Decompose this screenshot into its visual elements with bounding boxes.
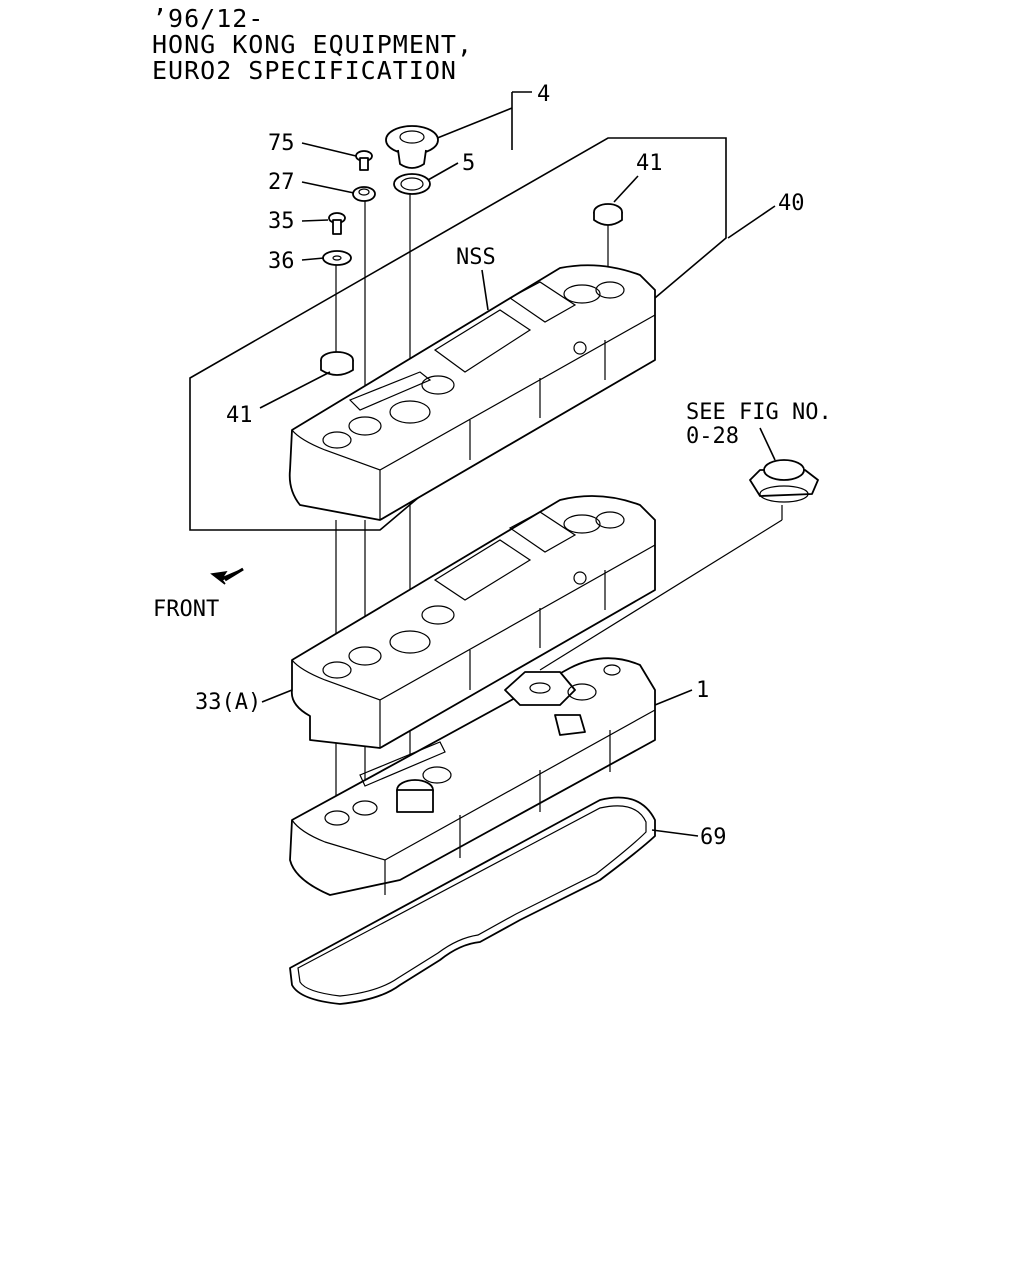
leader-1 [654,689,693,706]
see-fig-label: SEE FIG NO. [686,400,832,425]
bolt-75 [355,150,373,171]
grommet-27 [352,186,376,202]
leader-41-top [613,175,639,203]
head-cover-gasket-69 [289,796,656,1005]
callout-1: 1 [696,678,709,703]
callout-35: 35 [268,209,295,234]
front-arrow-icon [210,567,244,585]
o-ring [393,173,431,195]
head-cover-1 [289,657,656,896]
leader-nss [481,269,489,311]
see-fig-number: 0-28 [686,424,739,449]
middle-cover-33a [290,495,656,749]
callout-4: 4 [537,82,550,107]
leader-75 [301,142,357,157]
leader-33a [261,689,293,703]
oil-filler-cap [385,125,439,169]
assembly-frame [189,137,727,531]
callout-36: 36 [268,249,295,274]
grommet-41-top [593,203,623,226]
leader-see-fig [759,427,776,461]
callout-75: 75 [268,131,295,156]
header-line-3: EURO2 SPECIFICATION [152,56,457,85]
callout-nss: NSS [456,245,496,270]
header-line-1: ’96/12- [152,4,265,33]
callout-40: 40 [778,191,805,216]
leader-41-left [259,371,331,409]
leader-35 [301,219,329,222]
callout-69: 69 [700,825,727,850]
upper-cover [288,264,656,521]
breather-assembly [749,459,819,503]
leader-5 [427,162,459,181]
washer-36 [322,250,352,266]
grommet-41-left [320,351,354,376]
guide-line-breather-2 [539,519,783,671]
callout-41-top: 41 [636,151,663,176]
leader-27 [301,181,355,194]
front-label: FRONT [153,597,219,622]
leader-36 [301,257,325,261]
callout-27: 27 [268,170,295,195]
header-line-2: HONG KONG EQUIPMENT, [152,30,474,59]
callout-5: 5 [462,151,475,176]
callout-33a: 33(A) [195,690,261,715]
bolt-35 [328,212,346,235]
leader-40 [727,205,776,239]
callout-41-left: 41 [226,403,253,428]
leader-69 [651,829,699,837]
